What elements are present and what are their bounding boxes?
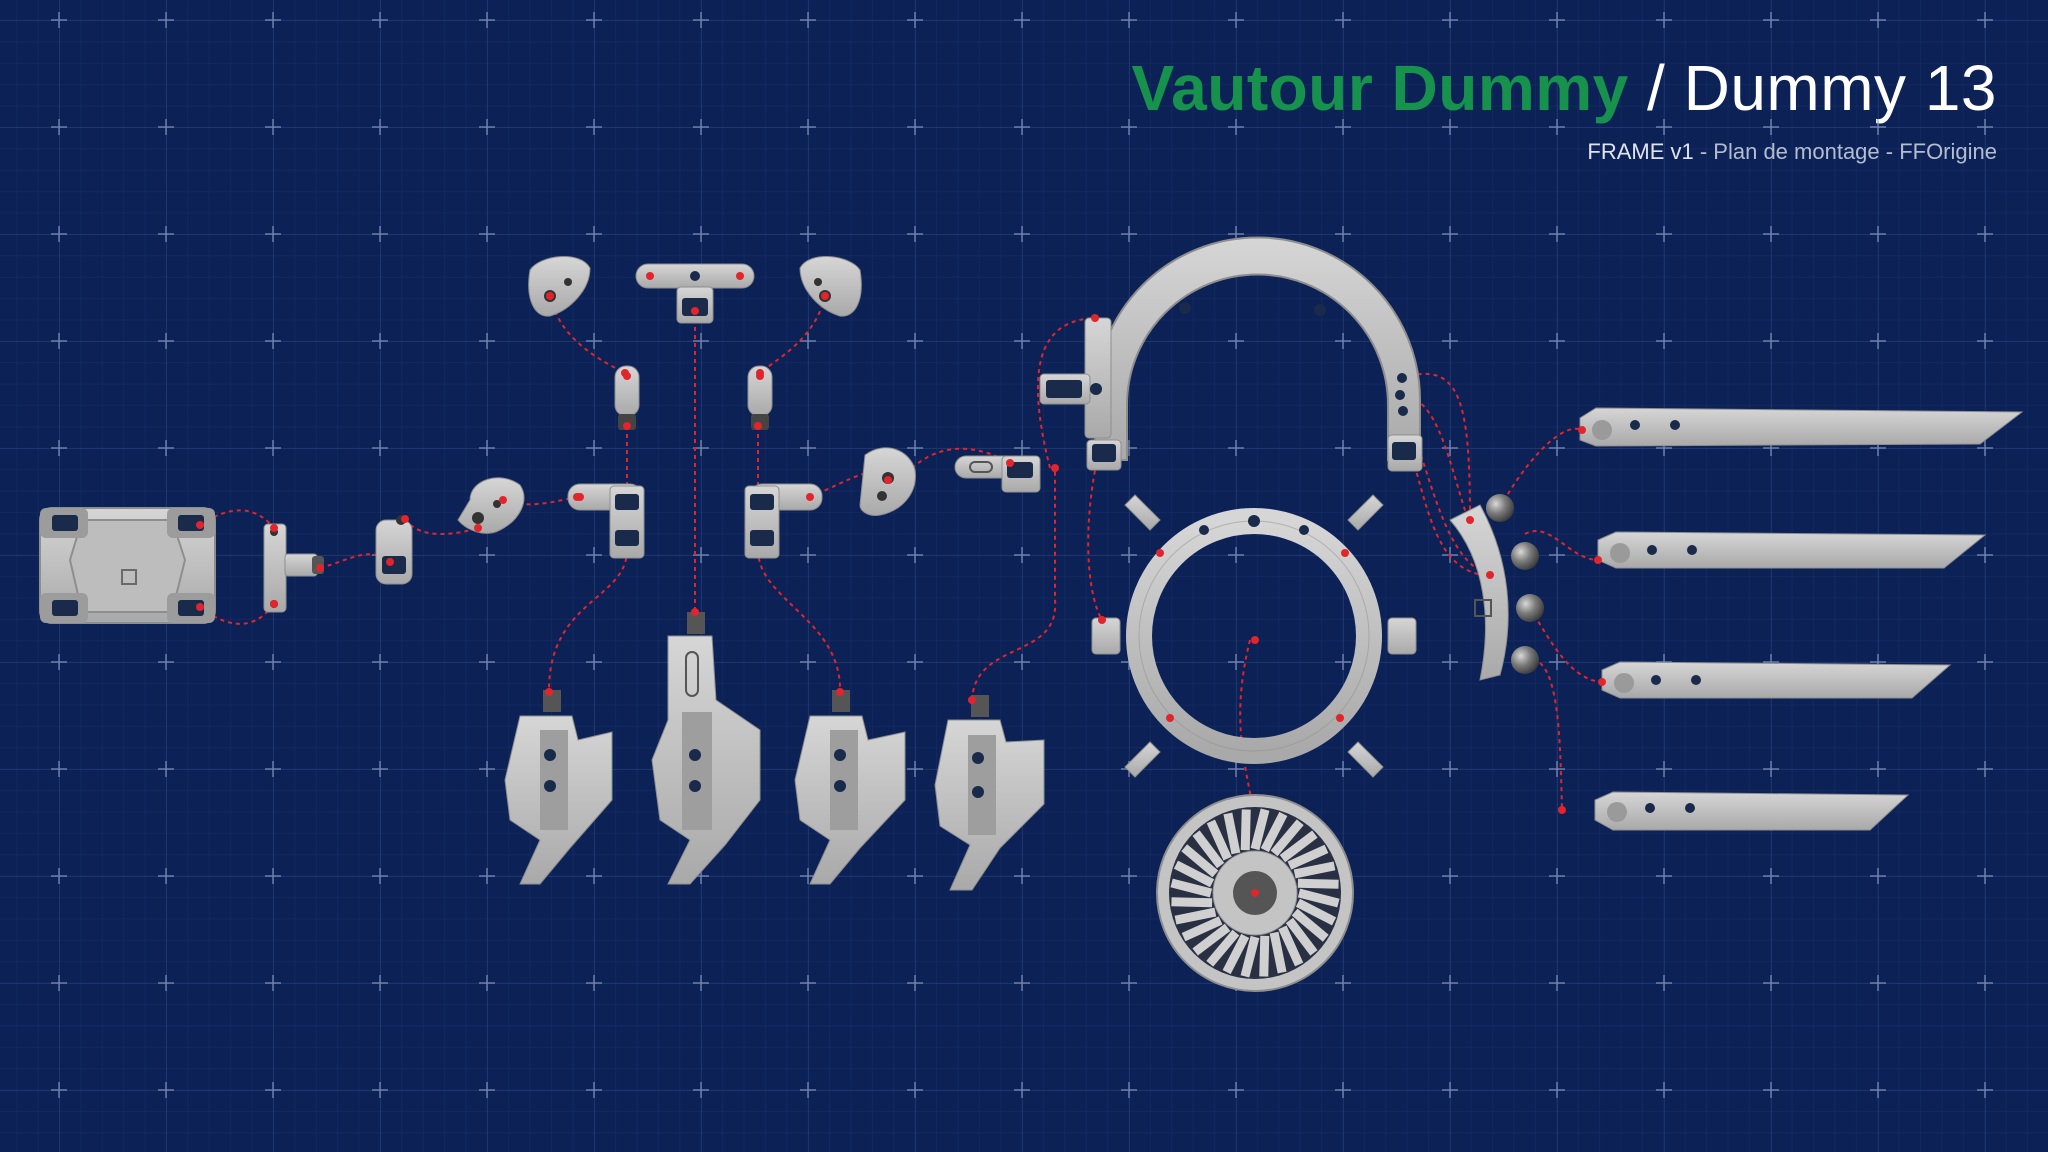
page-title: Vautour Dummy / Dummy 13 — [1132, 48, 1998, 128]
title-model: Dummy 13 — [1683, 52, 1997, 124]
ball-joint-3 — [1516, 594, 1544, 622]
leg-armor-2 — [651, 612, 761, 885]
page-subtitle: FRAME v1 - Plan de montage - FFOrigine — [1587, 138, 1997, 166]
blade-2 — [1597, 531, 1987, 569]
subtitle-rest: - Plan de montage - FFOrigine — [1693, 139, 1997, 164]
torso-core — [39, 507, 216, 624]
shoulder-claw-right — [799, 255, 862, 317]
feather-mount — [1449, 504, 1509, 681]
shoulder-claw-left — [528, 255, 591, 317]
ring-frame — [1091, 494, 1417, 778]
elbow-bracket-right — [744, 483, 823, 559]
small-claw-left — [457, 477, 525, 534]
waist-joint — [263, 523, 324, 613]
blade-4 — [1594, 791, 1910, 831]
leg-armor-4 — [934, 695, 1045, 891]
title-brand: Vautour Dummy — [1131, 52, 1629, 124]
blade-3 — [1601, 661, 1952, 699]
subtitle-frame: FRAME v1 — [1587, 139, 1694, 164]
elbow-bracket-left — [567, 483, 645, 559]
connector-dots — [196, 292, 1606, 897]
title-separator: / — [1628, 52, 1684, 124]
ball-joint-1 — [1486, 494, 1514, 522]
ball-joint-2 — [1511, 542, 1539, 570]
slide-bracket — [954, 455, 1041, 493]
connector-lines — [199, 295, 1603, 894]
arm-pin-left — [614, 365, 640, 430]
ball-joint-4 — [1511, 646, 1539, 674]
blade-1 — [1579, 407, 2024, 447]
leg-armor-3 — [794, 690, 906, 885]
leg-armor-1 — [504, 690, 613, 885]
hip-socket — [375, 515, 413, 585]
wing-arch — [1039, 236, 1423, 472]
